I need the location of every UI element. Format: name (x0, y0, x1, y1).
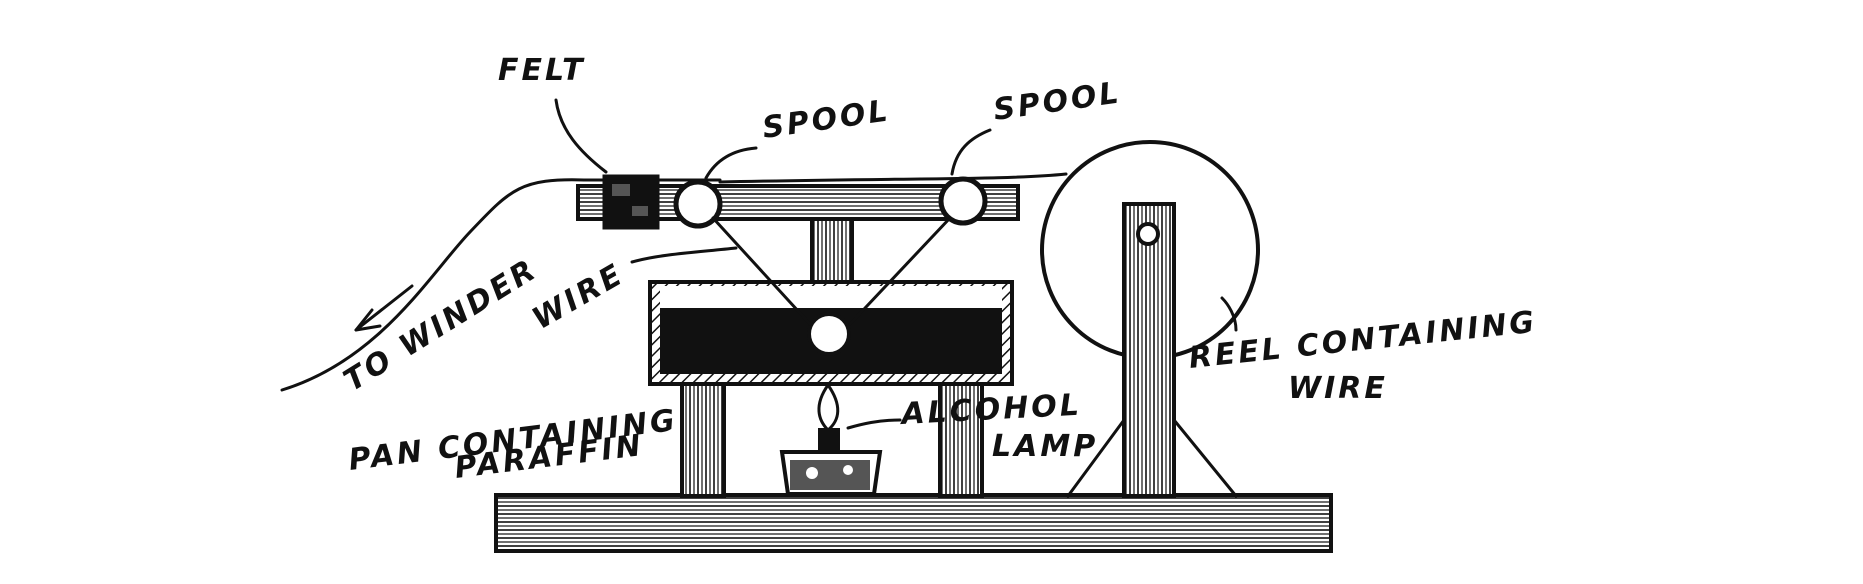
alcohol-lamp (779, 382, 883, 496)
label-reel-line2: WIRE (1288, 371, 1388, 406)
pan-submerged-spool (807, 312, 851, 356)
leader-lines (554, 98, 1238, 430)
label-spool-right: SPOOL (991, 75, 1123, 128)
label-reel-line1: REEL CONTAINING (1187, 305, 1539, 376)
label-to-winder: TO WINDER (338, 252, 544, 399)
central-post (810, 213, 854, 289)
label-wire: WIRE (527, 257, 631, 337)
pan-support-legs (680, 376, 984, 498)
base-board (494, 493, 1333, 553)
to-winder-arrow (354, 284, 414, 332)
spool-right (938, 176, 988, 226)
wire-path (280, 172, 1068, 392)
spool-left (673, 179, 723, 229)
label-lamp-line2: LAMP (992, 429, 1098, 464)
wire-reel (1040, 140, 1260, 498)
label-spool-left: SPOOL (760, 93, 892, 146)
label-lamp-line1: ALCOHOL (899, 388, 1083, 433)
label-felt: FELT (498, 53, 586, 88)
felt-pad (602, 174, 660, 230)
